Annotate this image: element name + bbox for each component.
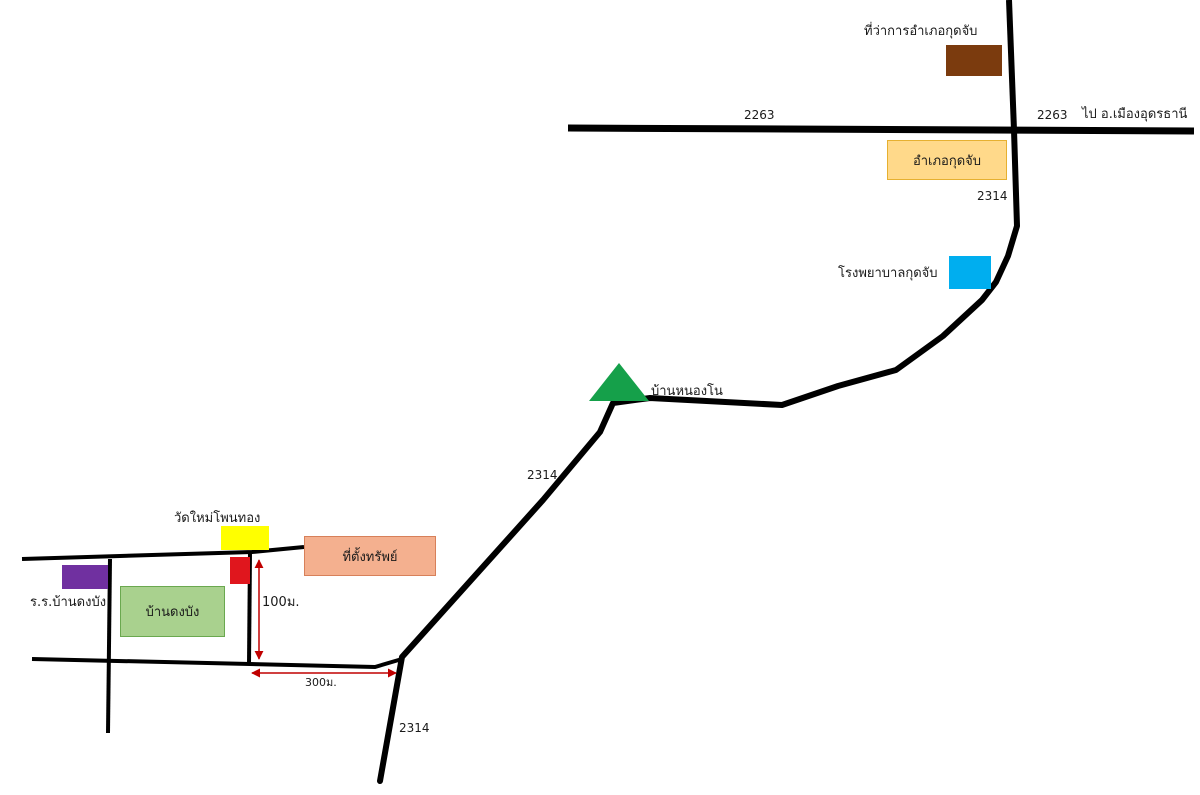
- road-2314-south-label: 2314: [399, 721, 430, 735]
- temple-marker: [221, 526, 269, 550]
- school-label: ร.ร.บ้านดงบัง: [30, 595, 107, 610]
- road-2314-north-label: 2314: [977, 189, 1008, 203]
- district-office-marker: [946, 45, 1002, 76]
- village-box: บ้านดงบัง: [120, 586, 225, 637]
- road-2314: [377, 127, 1020, 784]
- road-2314-north: [1006, 0, 1017, 131]
- district-label: อำเภอกุดจับ: [912, 153, 982, 169]
- road-2263: [567, 124, 1195, 135]
- local-road-north: [21, 545, 305, 561]
- district-office-label: ที่ว่าการอำเภอกุดจับ: [864, 24, 978, 39]
- property-marker: [230, 557, 250, 584]
- road-2263-east-label: 2263: [1037, 108, 1068, 122]
- temple-label: วัดใหม่โพนทอง: [174, 511, 261, 526]
- hospital-marker: [949, 256, 991, 289]
- local-road-west: [106, 558, 112, 734]
- to-udon-label: ไป อ.เมืองอุดรธานี: [1082, 107, 1188, 122]
- road-2314-mid-label: 2314: [527, 468, 558, 482]
- village-nong-no-label: บ้านหนองโน: [651, 384, 723, 399]
- road-2263-west-label: 2263: [744, 108, 775, 122]
- distance-300-label: 300ม.: [305, 676, 337, 689]
- village-triangle-marker: [589, 363, 649, 401]
- hospital-label: โรงพยาบาลกุดจับ: [838, 266, 938, 281]
- school-marker: [62, 565, 108, 589]
- village-dong-bang-label: บ้านดงบัง: [145, 605, 200, 620]
- distance-100-label: 100ม.: [262, 595, 300, 610]
- property-label: ที่ตั้งทรัพย์: [342, 549, 398, 565]
- district-box: อำเภอกุดจับ: [887, 140, 1007, 180]
- property-box: ที่ตั้งทรัพย์: [304, 536, 436, 576]
- local-road-south: [31, 657, 403, 670]
